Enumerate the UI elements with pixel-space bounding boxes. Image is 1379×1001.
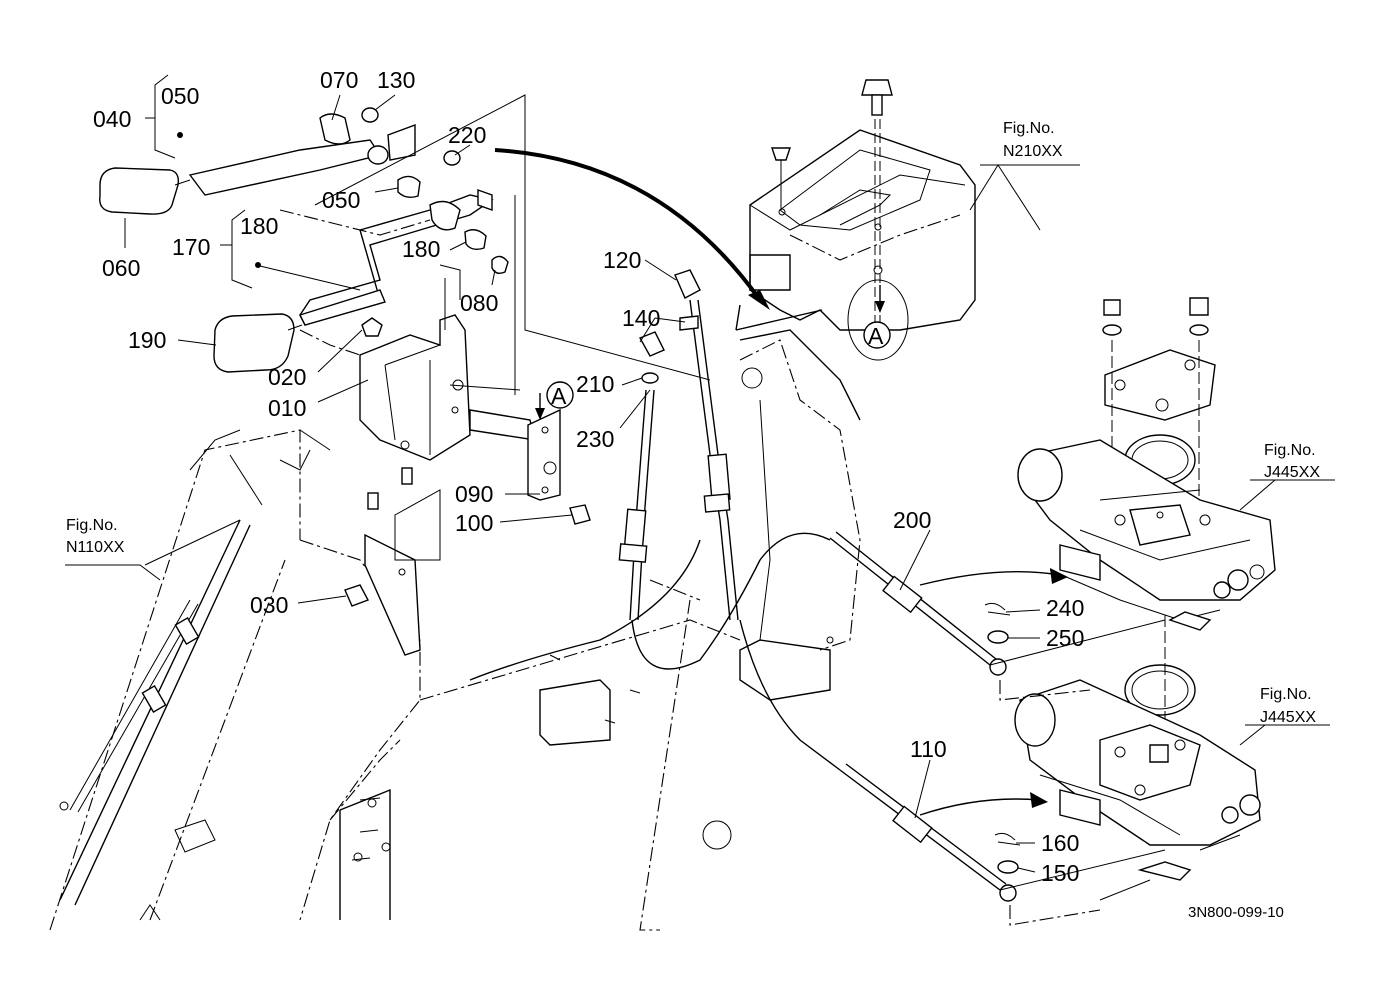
callout-130: 130	[377, 67, 415, 93]
callout-180-b: 180	[402, 236, 440, 262]
leader-lines	[65, 94, 1041, 873]
callout-230: 230	[576, 426, 614, 452]
cable-assembly	[469, 269, 1166, 926]
callout-050-a: 050	[161, 83, 199, 109]
ref-mark-a-1: A	[551, 383, 567, 409]
callout-040: 040	[93, 106, 131, 132]
console-assembly	[735, 79, 1080, 361]
group-brackets	[145, 74, 261, 289]
callout-110: 110	[910, 736, 947, 762]
callout-090: 090	[455, 481, 493, 507]
callout-070: 070	[320, 67, 358, 93]
callout-100: 100	[455, 510, 493, 536]
callout-labels: 070 130 050 040 220 050 180 170 180 060 …	[93, 67, 1084, 886]
pedal-assembly	[99, 94, 711, 656]
callout-160: 160	[1041, 830, 1079, 856]
callout-220: 220	[448, 122, 486, 148]
ref-mark-circle-2	[863, 321, 891, 349]
ref-mark-a-2: A	[868, 323, 884, 349]
document-number: 3N800-099-10	[1188, 904, 1284, 921]
callout-210: 210	[576, 371, 614, 397]
callout-060: 060	[102, 255, 140, 281]
callout-080: 080	[460, 290, 498, 316]
fig-ref-label-top-right: Fig.No.	[1003, 120, 1055, 137]
frame-body	[49, 329, 861, 931]
figure-references: Fig.No. N210XX Fig.No. N110XX Fig.No. J4…	[66, 120, 1320, 726]
callout-200: 200	[893, 507, 931, 533]
callout-120: 120	[603, 247, 641, 273]
callout-030: 030	[250, 592, 288, 618]
callout-140: 140	[622, 305, 660, 331]
fig-ref-code-mid-right: J445XX	[1264, 464, 1320, 481]
callout-050-b: 050	[322, 187, 360, 213]
pointer-arrows	[494, 148, 1068, 816]
control-valve-lower	[1014, 615, 1330, 901]
fig-ref-code-left: N110XX	[66, 539, 125, 556]
ref-mark-circle-1	[546, 381, 574, 409]
callout-010: 010	[268, 395, 306, 421]
fig-ref-label-mid-right: Fig.No.	[1264, 442, 1316, 459]
fig-ref-code-top-right: N210XX	[1003, 143, 1063, 160]
callout-170: 170	[172, 234, 210, 260]
fig-ref-label-bottom-right: Fig.No.	[1260, 686, 1312, 703]
callout-150: 150	[1041, 860, 1079, 886]
fig-ref-label-left: Fig.No.	[66, 517, 118, 534]
control-valve-upper	[1017, 297, 1335, 631]
callout-250: 250	[1046, 625, 1084, 651]
callout-020: 020	[268, 364, 306, 390]
callout-190: 190	[128, 327, 166, 353]
callout-180-a: 180	[240, 213, 278, 239]
fig-ref-code-bottom-right: J445XX	[1260, 709, 1316, 726]
callout-240: 240	[1046, 595, 1084, 621]
